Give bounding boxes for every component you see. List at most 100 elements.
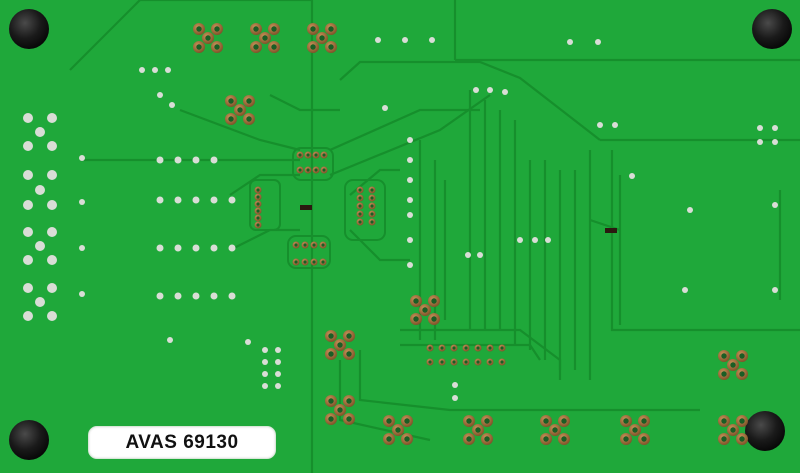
pad-hole [488,360,492,364]
via-icon [772,287,778,293]
pad-hole [346,416,352,422]
pad-hole [475,427,481,433]
via-icon [465,252,471,258]
pad-hole [256,216,260,220]
pad-hole [464,346,468,350]
via-icon [772,139,778,145]
via-icon [156,244,164,252]
pad-hole [228,116,234,122]
pad-hole [256,195,260,199]
pad-hole [237,107,243,113]
pad-hole [721,371,727,377]
pad-hole [256,209,260,213]
mounting-foot-icon [745,411,785,451]
via-icon [192,196,200,204]
pad-hole [476,360,480,364]
pad-hole [386,418,392,424]
via-icon [382,105,388,111]
pad-hole [370,220,374,224]
via-icon [23,227,33,237]
pad-hole [358,204,362,208]
component-outlines [249,147,386,269]
pad-hole [721,353,727,359]
pad-hole [256,223,260,227]
via-icon [79,291,85,297]
via-icon [47,227,57,237]
pad-hole [328,416,334,422]
pad-hole [370,188,374,192]
pad-hole [358,212,362,216]
via-icon [79,245,85,251]
via-icon [687,207,693,213]
via-icon [375,37,381,43]
via-icon [595,39,601,45]
via-icon [228,292,236,300]
pad-hole [294,243,298,247]
pad-hole [413,316,419,322]
mounting-foot-icon [9,420,49,460]
via-icon [165,67,171,73]
pad-hole [314,168,318,172]
via-icon [139,67,145,73]
pad-hole [440,360,444,364]
via-icon [79,199,85,205]
via-icon [23,113,33,123]
pad-hole [322,168,326,172]
pad-hole [312,243,316,247]
board-label: AVAS 69130 [125,431,239,453]
via-icon [228,244,236,252]
pad-hole [205,35,211,41]
via-icon [682,287,688,293]
pad-hole [246,98,252,104]
via-icon [169,102,175,108]
pad-hole [196,44,202,50]
pad-hole [739,418,745,424]
via-icon [210,156,218,164]
pad-hole [370,196,374,200]
pad-hole [543,418,549,424]
via-icon [23,200,33,210]
pad-hole [271,44,277,50]
pad-hole [476,346,480,350]
via-icon [47,283,57,293]
via-icon [210,196,218,204]
board-label-plate: AVAS 69130 [88,426,276,459]
pad-hole [561,436,567,442]
pad-hole [395,427,401,433]
via-icon [157,92,163,98]
pad-hole [314,153,318,157]
pad-hole [303,260,307,264]
pad-hole [328,351,334,357]
pad-hole [328,333,334,339]
via-icon [473,87,479,93]
via-icon [477,252,483,258]
mounting-feet [9,9,792,460]
via-icon [262,347,268,353]
pad-hole [322,153,326,157]
pad-hole [196,26,202,32]
pad-hole [464,360,468,364]
via-icon [47,141,57,151]
via-icon [407,212,413,218]
via-icon [23,283,33,293]
via-icon [35,297,45,307]
smd-components [300,205,617,233]
pad-hole [303,243,307,247]
pad-hole [632,427,638,433]
pad-hole [346,398,352,404]
via-icon [210,244,218,252]
via-icon [174,156,182,164]
pad-hole [452,346,456,350]
via-icon [407,262,413,268]
via-icon [567,39,573,45]
pad-hole [484,418,490,424]
via-icon [156,196,164,204]
via-icon [167,337,173,343]
pad-hole [346,351,352,357]
via-icon [452,395,458,401]
pad-hole [466,436,472,442]
via-icon [262,371,268,377]
pad-hole [721,436,727,442]
